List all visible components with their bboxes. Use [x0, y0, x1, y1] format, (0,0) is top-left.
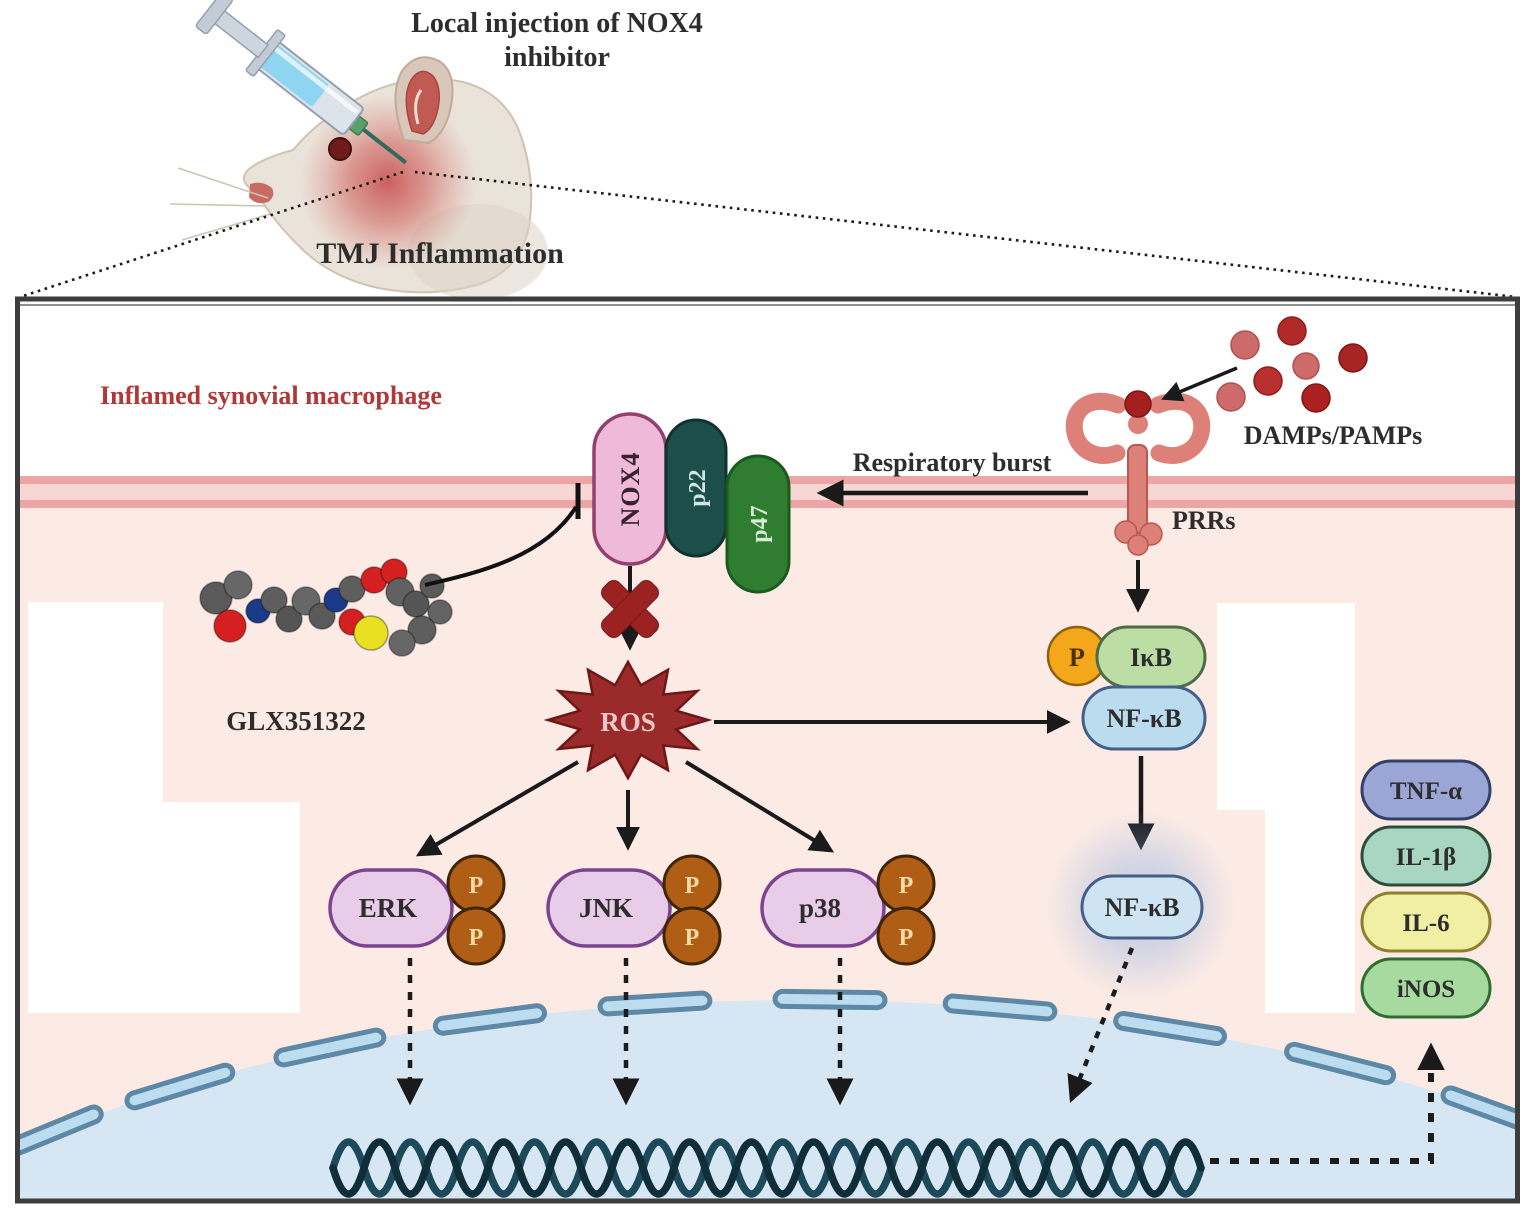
ikb-label: IκB: [1130, 643, 1172, 672]
phospho-label: P: [899, 925, 914, 951]
mapk-to-dna-arrows: [396, 958, 854, 1106]
respiratory-burst-label: Respiratory burst: [853, 448, 1052, 477]
ikb-nfkb-complex: P IκB NF-κB: [1046, 625, 1207, 751]
jnk-label: JNK: [579, 893, 633, 923]
p38-pill: [760, 868, 886, 948]
p47-label: p47: [747, 505, 773, 542]
p38-label: p38: [799, 893, 841, 923]
tnf-pill: [1360, 759, 1492, 821]
erk-label: ERK: [359, 893, 418, 923]
nuclear-envelope: [20, 988, 1515, 1161]
mapk-jnk: JNK P P: [546, 854, 722, 966]
jnk-pill: [546, 868, 672, 948]
nfkb-nuclear-pill: [1080, 874, 1204, 940]
glx351322-molecule: [199, 558, 453, 657]
phospho-label: P: [469, 873, 484, 899]
ros-label: ROS: [600, 707, 656, 737]
prrs-receptor: [1065, 390, 1211, 556]
nox4-label: NOX4: [616, 452, 645, 527]
ros-output-arrows: [415, 710, 1071, 857]
mapk-erk: ERK P P: [328, 854, 506, 966]
nox-complex: NOX4 p22 p47: [592, 412, 791, 594]
phospho-label: P: [1069, 643, 1085, 672]
damps-pamps-dots: [1216, 316, 1368, 413]
erk-pill: [328, 868, 454, 948]
rat-eye: [328, 137, 352, 161]
phospho-label: P: [469, 925, 484, 951]
nfkb-to-dna-arrow: [1067, 947, 1135, 1104]
rat-illustration: Local injection of NOX4 inhibitor TMJ In…: [169, 0, 703, 300]
barrel-highlight: [272, 45, 359, 115]
p47-pill: [725, 454, 791, 594]
cell-title: Inflamed synovial macrophage: [100, 381, 442, 410]
ros-star: [543, 659, 713, 781]
glx351322-label: GLX351322: [226, 706, 366, 736]
injection-label-line1: Local injection of NOX4: [411, 8, 703, 39]
nfkb-label: NF-κB: [1106, 704, 1181, 733]
phospho-label: P: [685, 873, 700, 899]
white-cutouts: [28, 602, 1355, 1013]
injection-label-line2: inhibitor: [504, 42, 610, 73]
damps-pamps-label: DAMPs/PAMPs: [1244, 421, 1423, 450]
phospho-label: P: [685, 925, 700, 951]
erk-phospho-2: [446, 906, 506, 966]
p38-phospho-2: [876, 906, 936, 966]
nucleus: [20, 1000, 1515, 1199]
mapk-p38: p38 P P: [760, 854, 936, 966]
phospho-label: P: [899, 873, 914, 899]
il1b-label: IL-1β: [1396, 844, 1456, 871]
rat-ear-inner: [405, 70, 440, 135]
rat-ear-fold: [414, 89, 423, 125]
syringe-icon: [195, 0, 408, 165]
bound-ligand: [1124, 390, 1152, 418]
il6-pill: [1360, 891, 1492, 953]
plunger-flange: [195, 0, 233, 35]
tnf-label: TNF-α: [1390, 778, 1462, 805]
nfkb-pill: [1081, 685, 1207, 751]
cell-box-border: [15, 296, 1520, 1204]
prrs-label: PRRs: [1172, 506, 1236, 535]
nfkb-nuclear-label: NF-κB: [1104, 893, 1179, 922]
cytokine-list: TNF-α IL-1β IL-6 iNOS: [1360, 759, 1492, 1019]
jnk-phospho-2: [662, 906, 722, 966]
cell-box-content: Inflamed synovial macrophage GLX351322 N…: [20, 301, 1515, 1199]
tmj-label: TMJ Inflammation: [316, 237, 564, 270]
dna-to-inos-arrow: [1210, 1042, 1445, 1164]
rat-whiskers: [169, 167, 271, 241]
zoom-expansion-lines: [19, 170, 1517, 299]
syringe-liquid: [261, 45, 329, 106]
plunger-rod: [212, 8, 270, 59]
p22-label: p22: [685, 469, 711, 506]
ligand-to-receptor-arrow: [1161, 366, 1238, 402]
inhibition-curve: [424, 505, 578, 587]
inos-pill: [1360, 957, 1492, 1019]
dna-helix: [329, 1138, 1205, 1198]
il1b-pill: [1360, 825, 1492, 887]
il6-label: IL-6: [1402, 910, 1449, 937]
blocked-x-icon: [600, 579, 660, 639]
inos-label: iNOS: [1397, 976, 1455, 1003]
needle: [360, 126, 408, 165]
